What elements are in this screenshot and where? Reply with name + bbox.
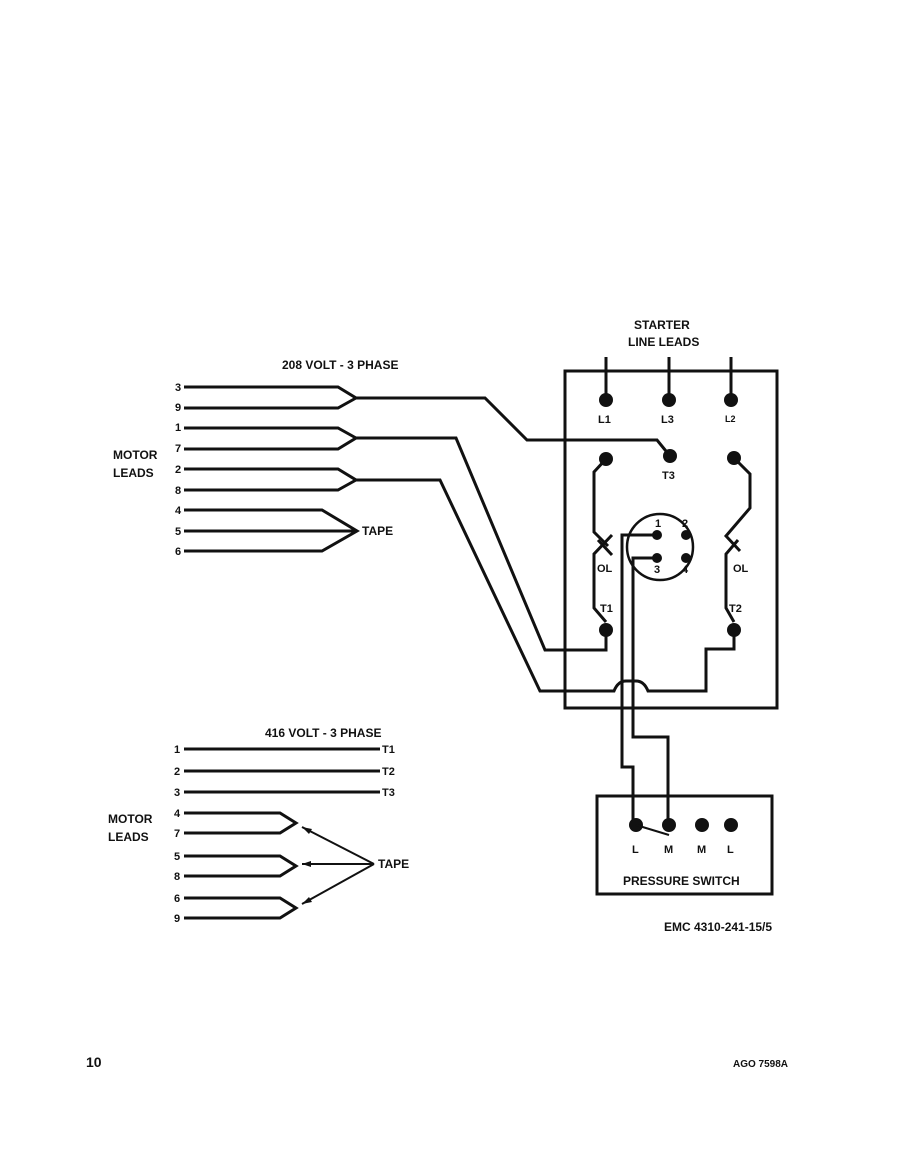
terminal-t1 <box>599 623 613 637</box>
control-wire-pin3 <box>631 556 670 825</box>
control-wire-pin1 <box>620 533 657 825</box>
taped-leads-4-5-6 <box>184 508 360 553</box>
title-208-volt: 208 VOLT - 3 PHASE <box>282 358 398 372</box>
lead-number: 2 <box>175 464 181 476</box>
tape-arrow-upper <box>301 826 375 865</box>
overload-label-right: OL <box>733 563 749 575</box>
pressure-label-l-right: L <box>727 844 734 856</box>
lead-number: 3 <box>175 382 181 394</box>
coil-pin-label-1: 1 <box>655 518 661 530</box>
taped-pair-5-8 <box>184 854 299 878</box>
terminal-label-l1: L1 <box>598 414 611 426</box>
terminal-t3 <box>663 449 677 463</box>
lead-number: 6 <box>175 546 181 558</box>
lead-number: 3 <box>174 787 180 799</box>
taped-pair-6-9 <box>184 896 299 920</box>
coil-socket <box>625 512 695 582</box>
overload-left-wire <box>592 457 614 623</box>
lead-number: 4 <box>175 505 182 517</box>
pressure-switch-box <box>595 794 774 896</box>
figure-id: EMC 4310-241-15/5 <box>664 920 772 934</box>
lead-number: 1 <box>175 422 181 434</box>
coil-pin-label-2: 2 <box>682 518 688 530</box>
motor-leads-label-416-line2: LEADS <box>108 830 149 844</box>
lead-number: 7 <box>174 828 180 840</box>
terminal-l3 <box>662 393 676 407</box>
lead-number: 8 <box>175 485 181 497</box>
motor-leads-label-416-line1: MOTOR <box>108 812 153 826</box>
taped-pair-4-7 <box>184 811 299 835</box>
terminal-label-l2: L2 <box>725 414 736 424</box>
starter-title-line1: STARTER <box>634 318 690 332</box>
motor-leads-label-208-line1: MOTOR <box>113 448 158 462</box>
coil-pin-label-3: 3 <box>654 564 660 576</box>
wire-pair-1-7-to-t1 <box>356 436 608 652</box>
arrowhead-icon <box>302 861 311 867</box>
terminal-label-t2: T2 <box>729 603 742 615</box>
pressure-switch-contact <box>635 824 670 836</box>
coil-pin-2 <box>681 530 691 540</box>
lead-number: 2 <box>174 766 180 778</box>
wire-pair-2-8-to-t2 <box>356 478 736 693</box>
wire-pair-3-9-to-t3 <box>356 396 672 457</box>
terminal-label-t3: T3 <box>662 470 675 482</box>
pressure-label-m-right: M <box>697 844 706 856</box>
starter-title-line2: LINE LEADS <box>628 335 699 349</box>
title-416-volt: 416 VOLT - 3 PHASE <box>265 726 381 740</box>
tape-label-208: TAPE <box>362 524 393 538</box>
overload-label-left: OL <box>597 563 613 575</box>
motor-leads-label-208-line2: LEADS <box>113 466 154 480</box>
pressure-switch-title: PRESSURE SWITCH <box>623 874 740 888</box>
pressure-terminal-m-right <box>695 818 709 832</box>
terminal-label-416-t2: T2 <box>382 766 395 778</box>
overload-left-x <box>596 538 614 557</box>
lead-number: 5 <box>174 851 180 863</box>
pressure-terminal-l-right <box>724 818 738 832</box>
tape-label-416: TAPE <box>378 857 409 871</box>
tape-arrow-lower <box>301 863 375 905</box>
page-number: 10 <box>86 1054 102 1070</box>
terminal-label-416-t3: T3 <box>382 787 395 799</box>
starter-box <box>563 369 779 710</box>
lead-number: 5 <box>175 526 181 538</box>
lead-number: 4 <box>174 808 181 820</box>
lead-number: 6 <box>174 893 180 905</box>
lead-pair-3-9 <box>184 385 359 410</box>
lead-number: 9 <box>174 913 180 925</box>
lead-number: 8 <box>174 871 180 883</box>
lead-number: 1 <box>174 744 180 756</box>
terminal-t2 <box>727 623 741 637</box>
lead-pair-2-8 <box>184 467 359 492</box>
coil-pin-4 <box>681 553 691 563</box>
arrowhead-icon <box>302 897 312 904</box>
terminal-label-t1: T1 <box>600 603 613 615</box>
document-code: AGO 7598A <box>733 1059 788 1070</box>
lead-number: 9 <box>175 402 181 414</box>
pressure-terminal-m-left <box>662 818 676 832</box>
terminal-label-l3: L3 <box>661 414 674 426</box>
lead-pair-1-7 <box>184 426 359 451</box>
coil-pin-label-4: 4 <box>682 564 689 576</box>
terminal-l2 <box>724 393 738 407</box>
pressure-label-m-left: M <box>664 844 673 856</box>
pressure-label-l-left: L <box>632 844 639 856</box>
terminal-label-416-t1: T1 <box>382 744 395 756</box>
lead-number: 7 <box>175 443 181 455</box>
terminal-l1 <box>599 393 613 407</box>
arrowhead-icon <box>302 827 312 834</box>
overload-right-wire <box>723 456 752 623</box>
